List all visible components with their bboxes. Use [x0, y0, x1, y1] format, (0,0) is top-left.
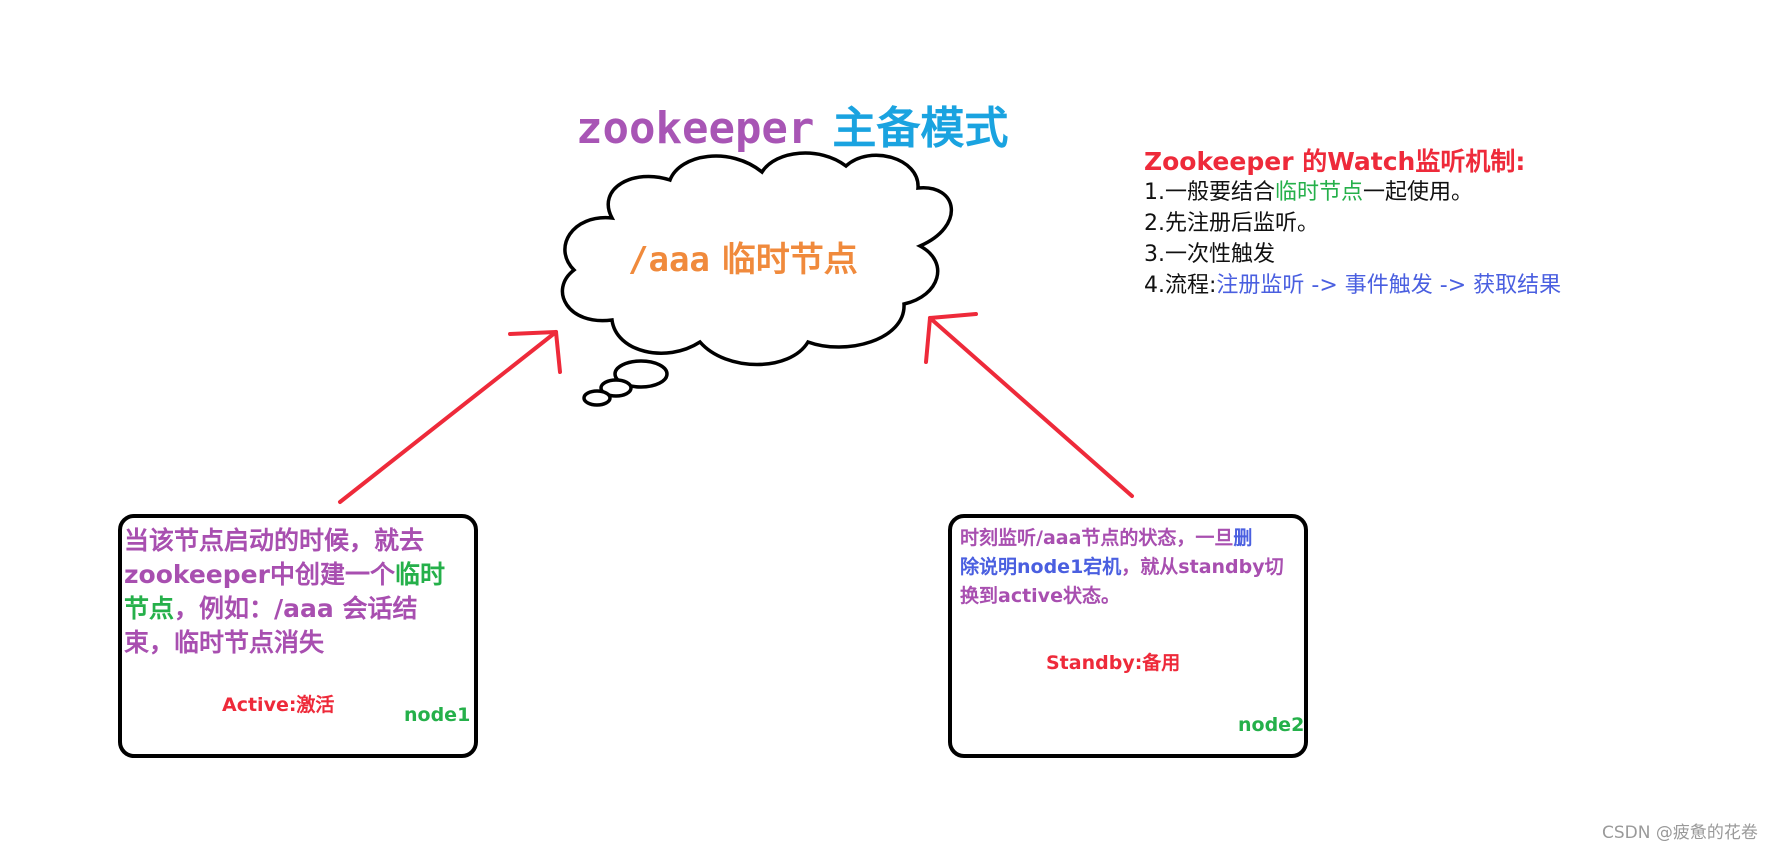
watch-item-3: 3.一次性触发	[1144, 239, 1561, 270]
node2-description: 时刻监听/aaa节点的状态，一旦删 除说明node1宕机，就从standby切 …	[960, 524, 1300, 611]
watch-mechanism-panel: Zookeeper 的Watch监听机制: 1.一般要结合临时节点一起使用。 2…	[1144, 146, 1561, 301]
node2-line-2a: 除说明node1宕机	[960, 556, 1121, 578]
watch-title: Zookeeper 的Watch监听机制:	[1144, 146, 1561, 177]
node1-line-2b: 临时	[395, 560, 445, 589]
watermark: CSDN @疲惫的花卷	[1602, 818, 1758, 843]
node1-line-3b: ，例如：/aaa 会话结	[174, 594, 417, 623]
node2-line-1: 时刻监听/aaa节点的状态，一旦删	[960, 524, 1300, 553]
watch-item-1-suffix: 一起使用。	[1363, 180, 1473, 205]
node1-line-2: zookeeper中创建一个临时	[124, 558, 472, 592]
node1-line-3a: 节点	[124, 594, 174, 623]
watch-item-2: 2.先注册后监听。	[1144, 208, 1561, 239]
watch-item-1-highlight: 临时节点	[1275, 180, 1363, 205]
arrow-node1-to-cloud	[340, 332, 560, 502]
watch-item-1: 1.一般要结合临时节点一起使用。	[1144, 177, 1561, 208]
watch-item-4-flow: 注册监听 -> 事件触发 -> 获取结果	[1216, 273, 1561, 298]
node1-name: node1	[404, 704, 470, 726]
cloud-label-text: 临时节点	[722, 240, 858, 280]
arrow-node2-to-cloud	[926, 314, 1132, 496]
node1-description: 当该节点启动的时候，就去 zookeeper中创建一个临时 节点，例如：/aaa…	[124, 524, 472, 660]
watch-item-4-prefix: 4.流程:	[1144, 273, 1216, 298]
node2-role: Standby:备用	[1046, 648, 1180, 675]
node1-role: Active:激活	[222, 690, 334, 717]
node2-line-2: 除说明node1宕机，就从standby切	[960, 553, 1300, 582]
cloud-bubble-small	[584, 391, 610, 405]
node2-line-1b: 删	[1233, 527, 1252, 549]
watch-item-4: 4.流程:注册监听 -> 事件触发 -> 获取结果	[1144, 270, 1561, 301]
node1-line-1: 当该节点启动的时候，就去	[124, 524, 472, 558]
node2-line-1a: 时刻监听/aaa节点的状态，一旦	[960, 527, 1233, 549]
node1-line-4: 束，临时节点消失	[124, 626, 472, 660]
node1-line-2a: zookeeper中创建一个	[124, 560, 395, 589]
node2-line-3: 换到active状态。	[960, 582, 1300, 611]
cloud-label: /aaa 临时节点	[628, 232, 858, 281]
node1-line-3: 节点，例如：/aaa 会话结	[124, 592, 472, 626]
watch-item-1-prefix: 1.一般要结合	[1144, 180, 1275, 205]
node2-line-2b: ，就从standby切	[1121, 556, 1283, 578]
node2-name: node2	[1238, 714, 1304, 736]
cloud-label-path: /aaa	[628, 240, 710, 280]
